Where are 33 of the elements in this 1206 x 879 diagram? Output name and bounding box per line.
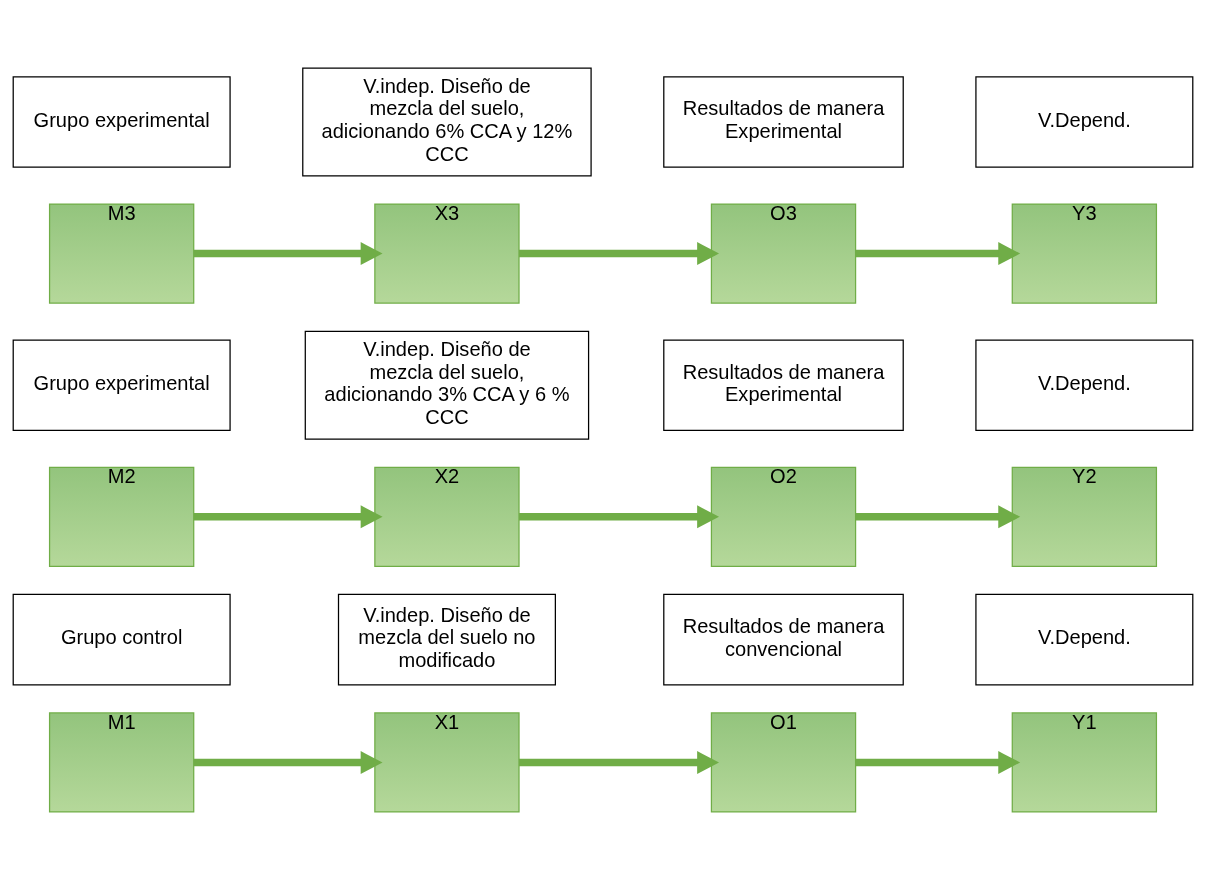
- node-box: V.Depend.: [975, 593, 1194, 685]
- node-box: V.Depend.: [975, 75, 1194, 168]
- node-box: Y1: [1011, 711, 1158, 813]
- node-box: Grupo experimental: [12, 75, 231, 168]
- node-box: Resultados de manera Experimental: [663, 75, 904, 168]
- arrow: [519, 504, 719, 528]
- node-box: O1: [710, 711, 857, 813]
- arrow: [519, 241, 719, 265]
- node-box: Y2: [1011, 466, 1158, 567]
- node-box: Grupo control: [12, 593, 231, 685]
- arrow: [855, 504, 1021, 528]
- node-box: Resultados de manera Experimental: [663, 338, 904, 431]
- node-box: V.Depend.: [975, 338, 1194, 431]
- node-box: Y3: [1011, 202, 1158, 304]
- arrow: [855, 241, 1021, 265]
- node-box: M3: [48, 202, 195, 304]
- arrow: [193, 750, 383, 774]
- node-box: O3: [710, 202, 857, 304]
- arrow: [193, 504, 383, 528]
- node-box: X2: [374, 466, 520, 567]
- node-box: M2: [48, 466, 195, 567]
- node-box: Grupo experimental: [12, 338, 231, 431]
- node-box: V.indep. Diseño de mezcla del suelo, adicionando 6% CCA y 12% CCC: [302, 66, 592, 176]
- node-box: V.indep. Diseño de mezcla del suelo no modificado: [337, 593, 556, 685]
- arrow: [193, 241, 383, 265]
- arrow: [519, 750, 719, 774]
- node-box: O2: [710, 466, 857, 567]
- node-box: M1: [48, 711, 195, 813]
- node-box: X3: [374, 202, 520, 304]
- node-box: X1: [374, 711, 520, 813]
- node-box: Resultados de manera convencional: [663, 593, 904, 685]
- node-box: V.indep. Diseño de mezcla del suelo, adicionando 3% CCA y 6 % CCC: [304, 330, 590, 440]
- arrow: [855, 750, 1021, 774]
